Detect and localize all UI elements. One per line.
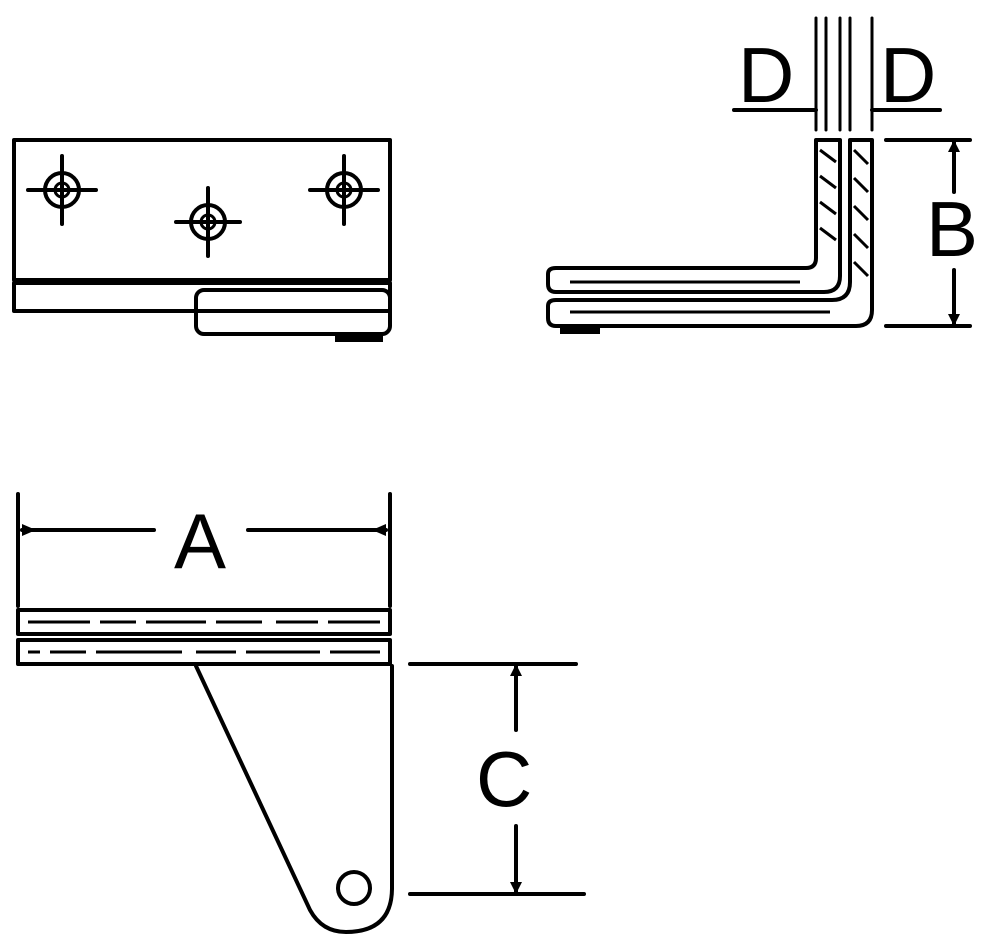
side-view-hatching <box>570 148 870 314</box>
screw-hole-3 <box>308 154 380 226</box>
dimension-c-label: C <box>476 735 532 823</box>
dimension-b-label: B <box>926 185 978 273</box>
front-view-lower-leaf <box>12 281 392 313</box>
dimension-b: B <box>884 138 978 328</box>
dimension-c: C <box>408 662 586 896</box>
top-view-pivot-hole <box>336 870 372 906</box>
dimension-d-right-label: D <box>880 31 936 119</box>
side-view: D D B <box>546 16 978 334</box>
screw-hole-1 <box>26 154 98 226</box>
front-view-knuckle-foot <box>335 334 383 342</box>
front-view <box>12 138 392 342</box>
front-view-plate <box>12 138 392 282</box>
dimension-d: D D <box>732 16 942 132</box>
top-view: A C <box>16 492 586 934</box>
side-view-foot <box>560 326 600 334</box>
front-view-knuckle <box>194 288 392 336</box>
screw-hole-2 <box>174 186 242 258</box>
dimension-d-left-label: D <box>738 31 794 119</box>
dimension-a-label: A <box>174 497 226 585</box>
top-view-upper-bar <box>16 608 392 636</box>
top-view-hatching <box>28 620 380 654</box>
top-view-arm <box>194 664 394 934</box>
top-view-lower-bar <box>16 638 392 666</box>
side-view-outer-leaf <box>546 138 874 328</box>
dimension-a: A <box>16 492 392 608</box>
side-view-inner-leaf <box>546 138 842 294</box>
